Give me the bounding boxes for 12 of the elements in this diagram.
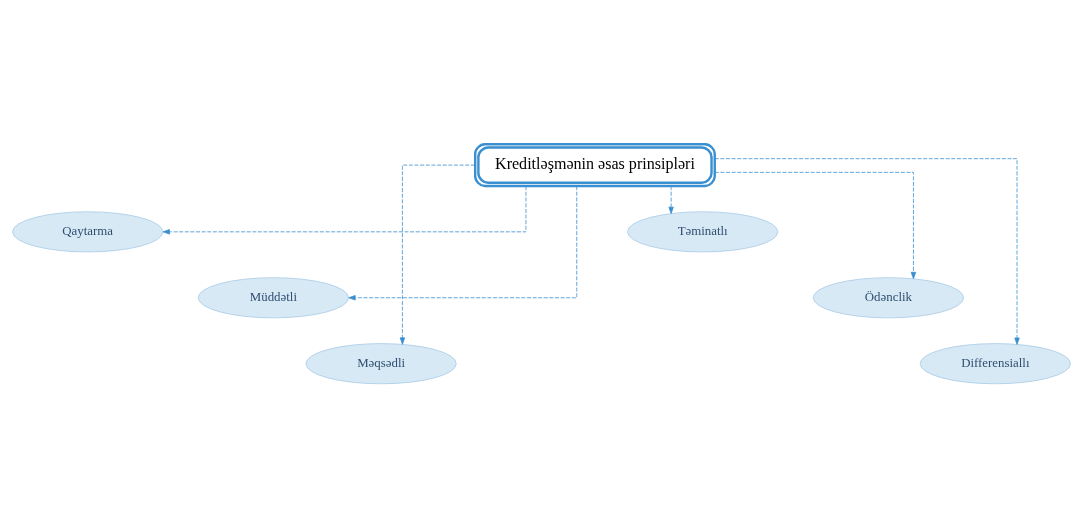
node-ellipse: Müddətli <box>197 276 349 318</box>
node-ellipse: Məqsədli <box>305 342 457 384</box>
node-ellipse: Təminatlı <box>627 210 779 252</box>
arrow <box>162 185 527 234</box>
node-ellipse: Ödənclik <box>812 276 964 318</box>
arrow <box>399 164 476 345</box>
node-ellipse: Differensiallı <box>919 342 1071 384</box>
arrow <box>668 185 674 214</box>
node-ellipse: Qaytarma <box>12 210 164 252</box>
arrow <box>348 185 578 300</box>
arrow <box>714 157 1020 345</box>
arrow <box>714 171 917 279</box>
